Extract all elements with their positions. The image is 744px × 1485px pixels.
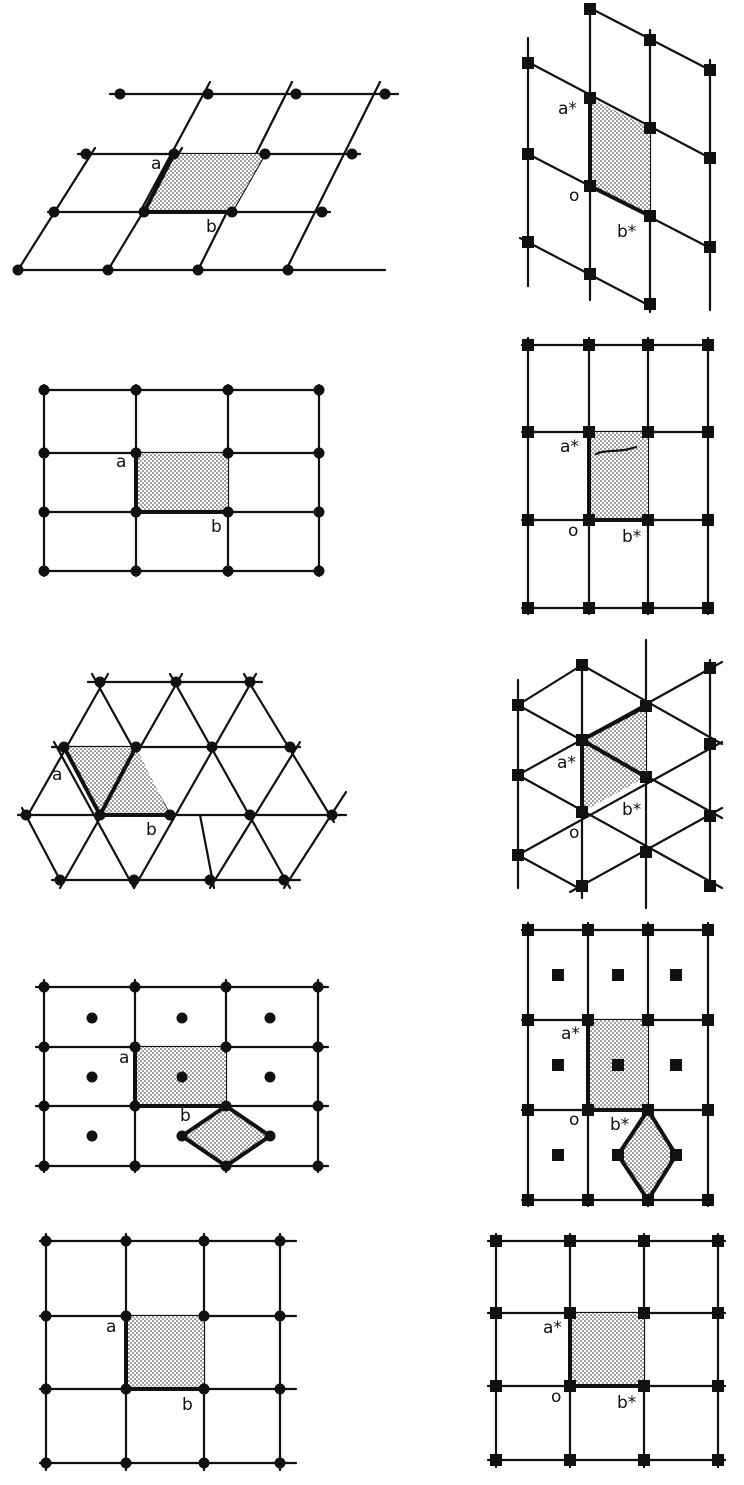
panel-rectangular-direct: a b	[38, 383, 325, 578]
vector-b-star	[588, 184, 652, 218]
lattice-points	[522, 339, 714, 614]
unit-cell-shading	[144, 154, 265, 212]
panel-square-reciprocal: a* o b*	[486, 1232, 727, 1469]
label-origin: o	[568, 521, 578, 541]
label-a: a	[151, 154, 161, 174]
label-origin: o	[551, 1387, 561, 1407]
unit-cell-shading	[126, 1316, 204, 1389]
panel-rectangular-reciprocal: a* o b*	[520, 336, 714, 616]
lattice-points	[512, 659, 716, 892]
lattice-points	[522, 3, 716, 310]
panel-centered-rectangular-direct: a b	[34, 978, 330, 1174]
label-b-star: b*	[617, 1393, 636, 1413]
label-a: a	[119, 1048, 129, 1068]
vector-a	[62, 745, 102, 817]
label-a: a	[116, 452, 126, 472]
label-b-star: b*	[622, 527, 641, 547]
panel-hexagonal-reciprocal: a* b* o	[512, 638, 724, 910]
lattice-points	[490, 1235, 724, 1466]
label-a-star: a*	[561, 1024, 580, 1044]
label-origin: o	[569, 186, 579, 206]
cell-edge	[98, 745, 138, 817]
lattice-points	[40, 1235, 286, 1469]
panel-square-direct: a b	[38, 1232, 298, 1472]
unit-cell-shading	[589, 432, 648, 520]
unit-cell-shading	[590, 98, 650, 216]
unit-cell-shading	[570, 1313, 644, 1386]
lattice-points	[12, 88, 391, 276]
lattice-points	[38, 981, 324, 1172]
primitive-cell-shading	[182, 1106, 270, 1166]
unit-cell-shading	[136, 453, 228, 512]
lattice-lines	[16, 672, 348, 890]
label-b: b	[146, 820, 157, 840]
lattice-points	[38, 384, 325, 577]
panel-hexagonal-direct: a b	[16, 672, 348, 890]
panel-centered-rectangular-reciprocal: a* o b*	[520, 921, 714, 1208]
cell-edge	[580, 704, 648, 742]
label-a: a	[52, 765, 62, 785]
label-b: b	[211, 517, 222, 537]
lattice-points	[522, 924, 714, 1206]
label-a-star: a*	[557, 753, 576, 773]
pen-stroke	[594, 445, 638, 456]
vector-a	[142, 152, 176, 214]
label-a-star: a*	[560, 437, 579, 457]
vector-b-star	[580, 738, 648, 779]
label-a-star: a*	[543, 1318, 562, 1338]
label-origin: o	[569, 823, 579, 843]
label-b: b	[206, 217, 217, 237]
label-a: a	[106, 1317, 116, 1337]
label-a-star: a*	[558, 99, 577, 119]
label-b: b	[180, 1106, 191, 1126]
panel-oblique-reciprocal: a* o b*	[518, 2, 716, 314]
label-b-star: b*	[617, 222, 636, 242]
label-b: b	[182, 1395, 193, 1415]
label-b-star: b*	[622, 800, 641, 820]
panel-oblique-direct: a b	[12, 80, 400, 276]
label-origin: o	[569, 1110, 579, 1130]
label-b-star: b*	[610, 1115, 629, 1135]
lattice-points	[20, 676, 338, 886]
